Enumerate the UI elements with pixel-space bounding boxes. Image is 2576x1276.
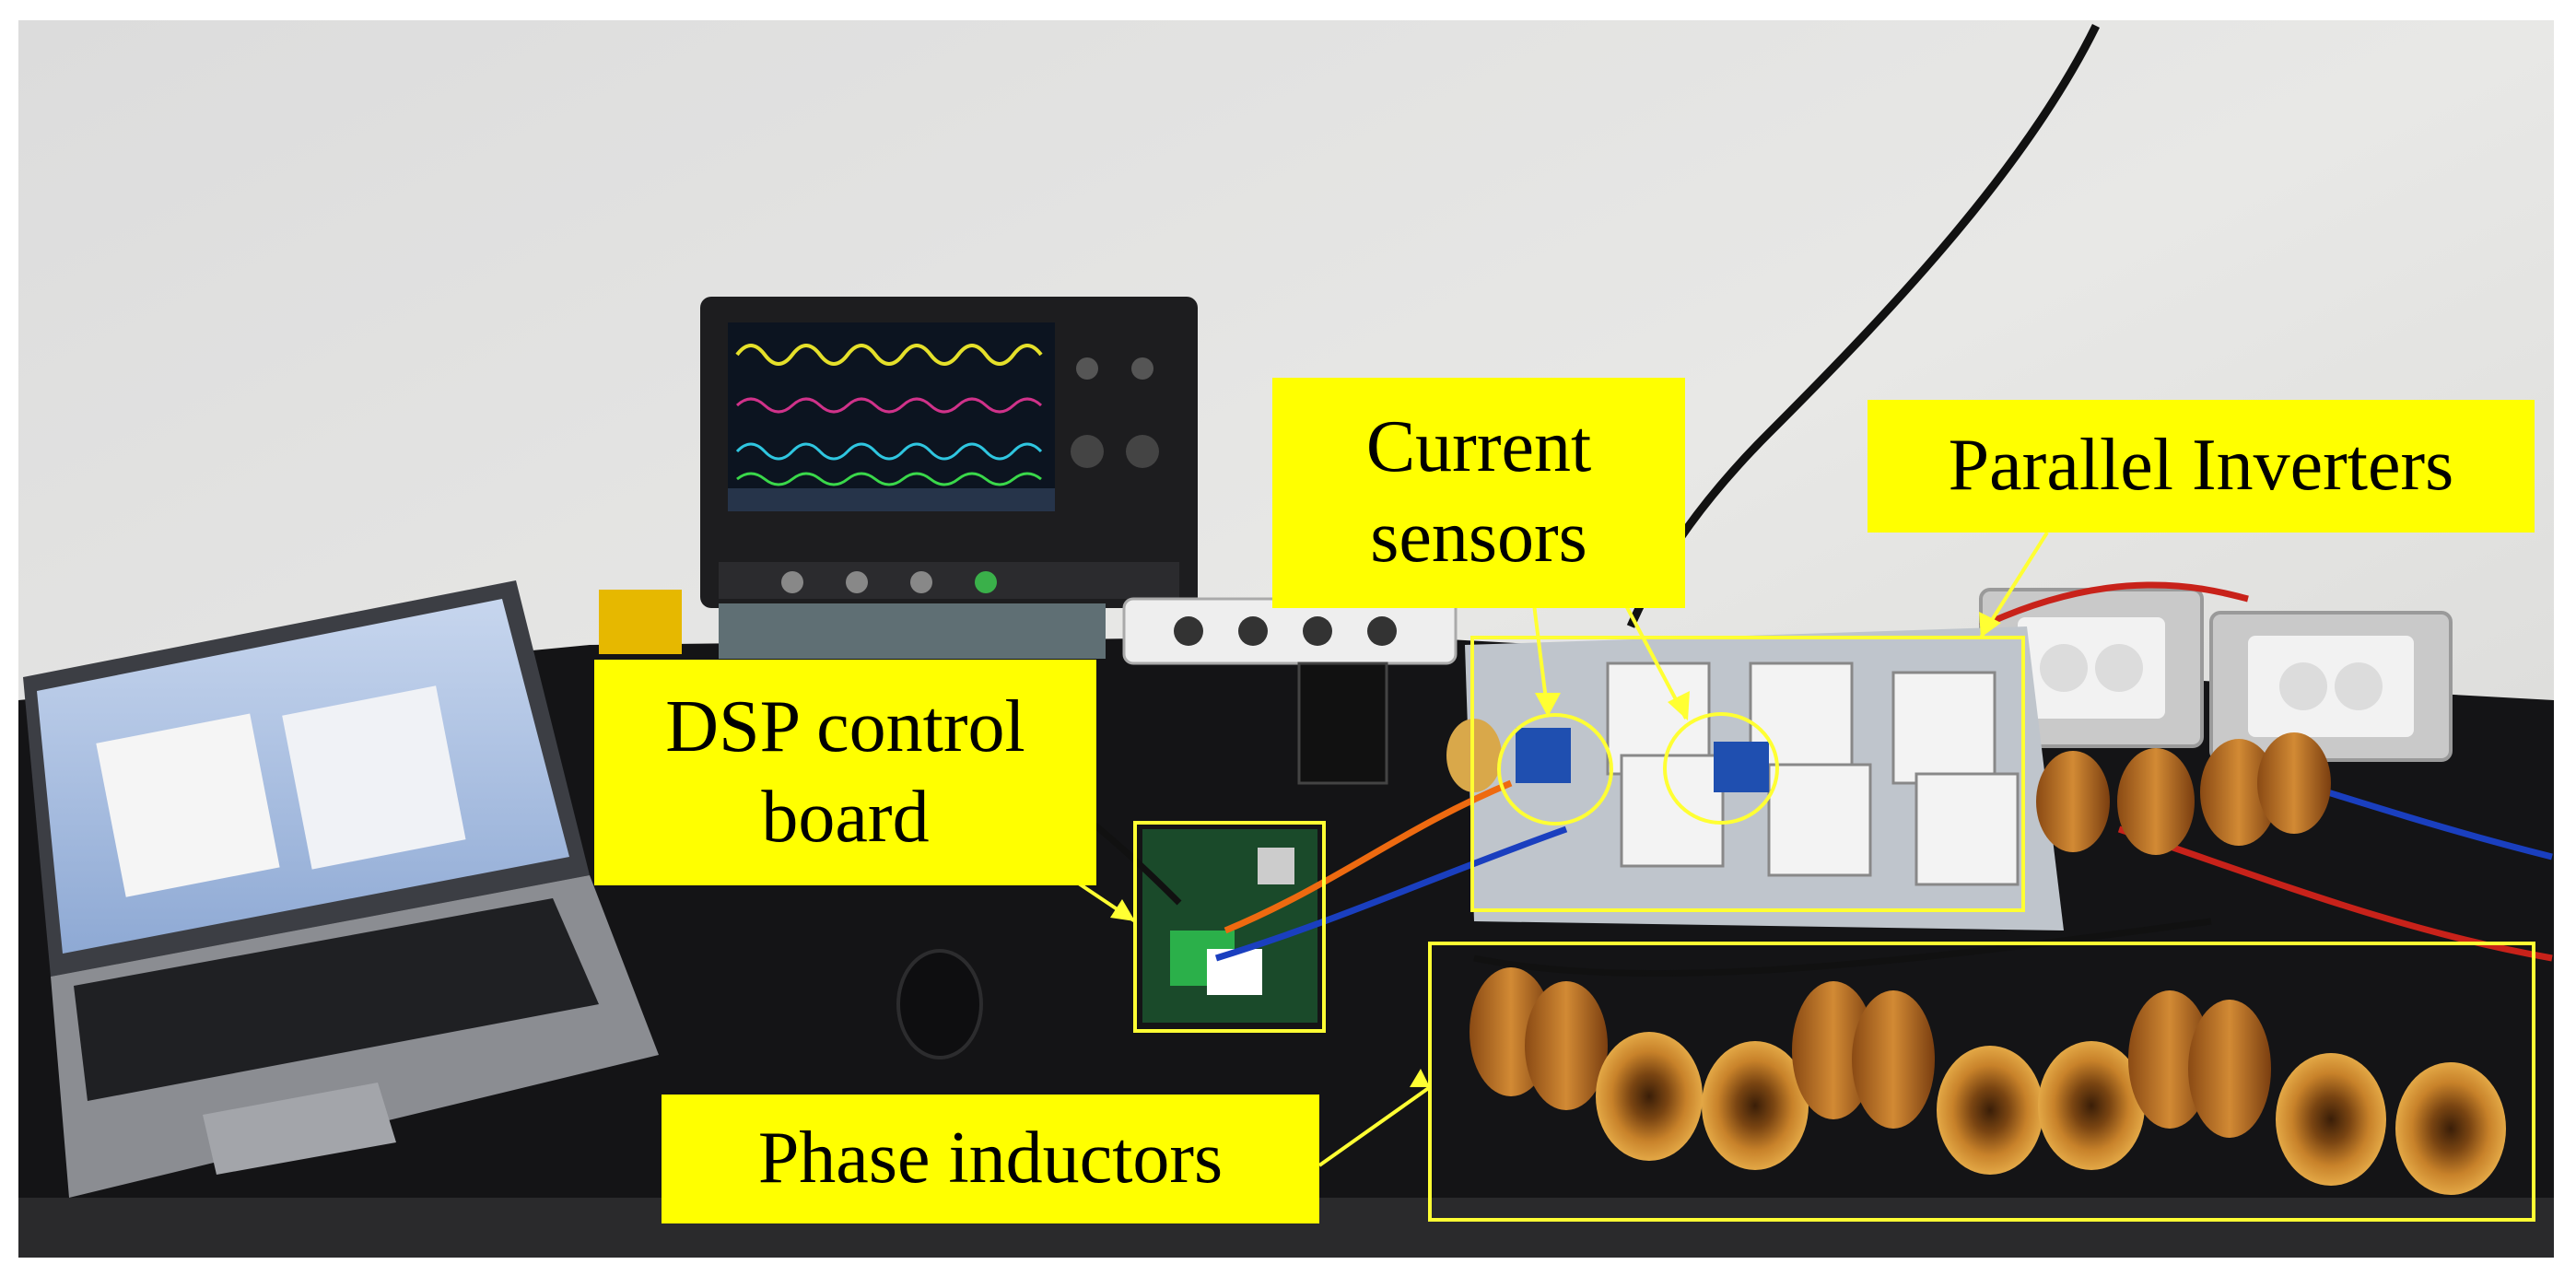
- probe-box: [599, 590, 682, 654]
- laptop: [23, 580, 659, 1198]
- parallel-inverters-text: Parallel Inverters: [1948, 425, 2454, 507]
- callouts: [1058, 531, 2535, 1222]
- mouse: [896, 949, 983, 1059]
- power-strip: [1122, 597, 1458, 665]
- phase-inductors-label: Phase inductors: [662, 1095, 1319, 1223]
- sensor-circle: [1663, 712, 1779, 825]
- wall-socket: [2209, 611, 2453, 762]
- current-sensors-line-2: sensors: [1370, 497, 1587, 578]
- current-sensors-label: Current sensors: [1272, 378, 1685, 608]
- dsp-control-board-label: DSP control board: [594, 660, 1096, 885]
- current-sensor: [1714, 742, 1769, 792]
- current-sensors-line-1: Current: [1365, 406, 1592, 488]
- current-sensor: [1516, 728, 1571, 783]
- dsp-line-1: DSP control: [665, 685, 1025, 767]
- power-supply: [1297, 661, 1388, 785]
- oscilloscope: [700, 297, 1198, 608]
- sensor-circle: [1497, 713, 1613, 825]
- dsp-line-2: board: [761, 776, 930, 858]
- coupled-inductors: [1446, 719, 2331, 855]
- dsp-outline-box: [1133, 821, 1326, 1033]
- leader-line: [1317, 1085, 1432, 1167]
- phase-inductor-row: [1469, 967, 2506, 1195]
- scope-stand: [719, 603, 1106, 659]
- phase-inductors-text: Phase inductors: [757, 1118, 1224, 1200]
- inverters-outline-box: [1470, 636, 2025, 912]
- inductors-outline-box: [1428, 942, 2535, 1222]
- parallel-inverters-label: Parallel Inverters: [1868, 400, 2535, 533]
- inverter-modules: [1606, 661, 2020, 886]
